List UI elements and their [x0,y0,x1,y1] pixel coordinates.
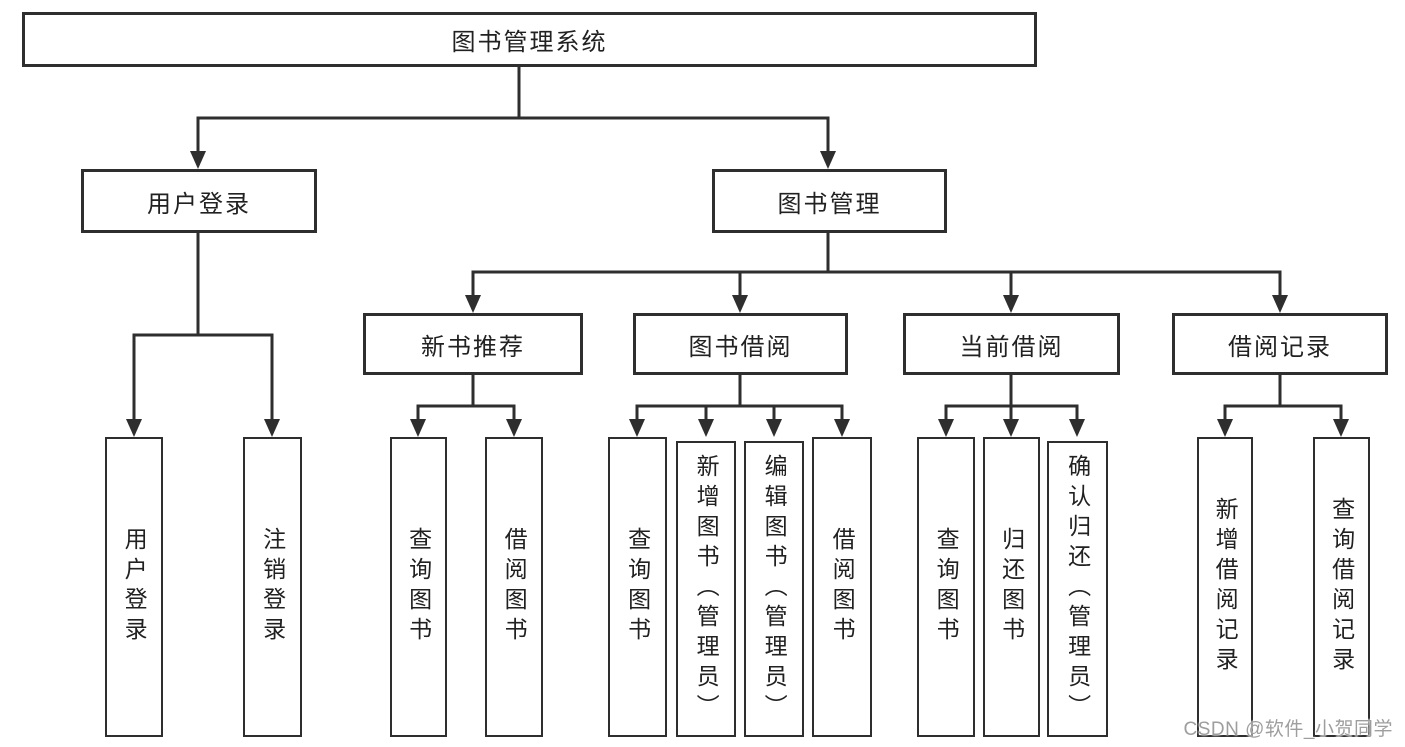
leaf-cb-query-books: 查询图书 [917,437,975,737]
node-book-borrow: 图书借阅 [633,313,848,375]
arrow-down-icon [834,419,850,437]
arrow-down-icon [1333,419,1349,437]
leaf-logout-login: 注销登录 [243,437,302,737]
node-label: 归还图书 [998,527,1025,647]
leaf-cb-confirm-return-admin: 确认归还（管理员） [1047,441,1108,737]
node-label: 新增借阅记录 [1212,497,1239,677]
arrow-down-icon [1217,419,1233,437]
node-label: 借阅图书 [829,527,856,647]
leaf-user-login: 用户登录 [105,437,163,737]
node-label: 查询图书 [933,527,960,647]
csdn-watermark: CSDN @软件_小贺同学 [1183,719,1393,740]
node-book-management-system: 图书管理系统 [22,12,1037,67]
node-label: 确认归还（管理员） [1064,454,1091,724]
arrow-down-icon [698,419,714,437]
node-label: 图书管理系统 [451,29,608,56]
node-label: 图书管理 [777,190,882,218]
arrow-down-icon [820,151,836,169]
arrow-down-icon [190,151,206,169]
leaf-bb-edit-books-admin: 编辑图书（管理员） [744,441,804,737]
node-label: 图书借阅 [688,333,793,361]
arrow-down-icon [1003,419,1019,437]
leaf-rec-borrow-books: 借阅图书 [485,437,543,737]
node-label: 借阅图书 [501,527,528,647]
node-label: 新书推荐 [421,333,525,361]
arrow-down-icon [732,295,748,313]
node-new-book-recommend: 新书推荐 [363,313,583,375]
leaf-rec-query-books: 查询图书 [390,437,447,737]
arrow-down-icon [506,419,522,437]
node-label: 新增图书（管理员） [693,454,720,724]
arrow-down-icon [1069,419,1085,437]
connector-paths [132,65,1343,422]
arrow-down-icon [766,419,782,437]
node-book-management: 图书管理 [712,169,947,233]
leaf-br-add-borrow-record: 新增借阅记录 [1197,437,1253,737]
node-label: 查询借阅记录 [1328,497,1355,677]
node-label: 查询图书 [405,527,432,647]
arrow-down-icon [126,419,142,437]
node-label: 编辑图书（管理员） [761,454,788,724]
arrow-down-icon [629,419,645,437]
leaf-cb-return-books: 归还图书 [983,437,1040,737]
arrow-down-icon [410,419,426,437]
arrow-down-icon [938,419,954,437]
arrow-down-icon [1272,295,1288,313]
leaf-bb-borrow-books: 借阅图书 [812,437,872,737]
leaf-bb-query-books: 查询图书 [608,437,667,737]
node-label: 查询图书 [624,527,651,647]
node-borrow-records: 借阅记录 [1172,313,1388,375]
arrow-down-icon [1003,295,1019,313]
node-current-borrow: 当前借阅 [903,313,1120,375]
node-label: 用户登录 [147,190,251,218]
node-user-login: 用户登录 [81,169,317,233]
node-label: 注销登录 [259,527,286,647]
leaf-bb-add-books-admin: 新增图书（管理员） [676,441,736,737]
node-label: 当前借阅 [959,333,1064,361]
arrow-down-icon [264,419,280,437]
node-label: 借阅记录 [1228,333,1332,361]
arrowheads [126,151,1349,437]
node-label: 用户登录 [121,527,148,647]
arrow-down-icon [465,295,481,313]
leaf-br-query-borrow-record: 查询借阅记录 [1313,437,1370,737]
